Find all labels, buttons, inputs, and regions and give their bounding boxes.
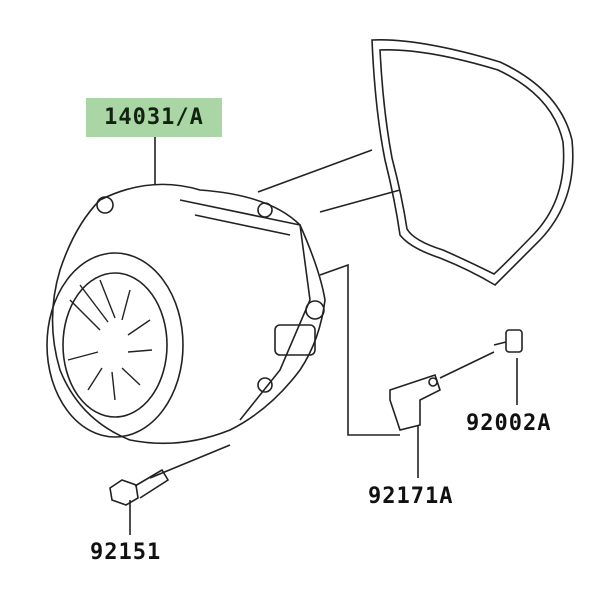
part-label-14031A[interactable]: 14031/A (104, 105, 204, 130)
bolt-92151 (109, 468, 170, 506)
fan-vents (67, 279, 153, 401)
gasket (371, 39, 574, 287)
cover-face (46, 252, 184, 438)
part-label-92171A[interactable]: 92171A (368, 484, 454, 509)
gasket-inner (379, 49, 565, 275)
part-label-92002A[interactable]: 92002A (466, 411, 552, 436)
bracket-92171A (389, 373, 441, 431)
part-label-highlight[interactable]: 14031/A (86, 98, 222, 137)
part-label-92151[interactable]: 92151 (90, 540, 162, 565)
bolt-92002A (505, 329, 523, 353)
cover-outline (51, 183, 326, 445)
